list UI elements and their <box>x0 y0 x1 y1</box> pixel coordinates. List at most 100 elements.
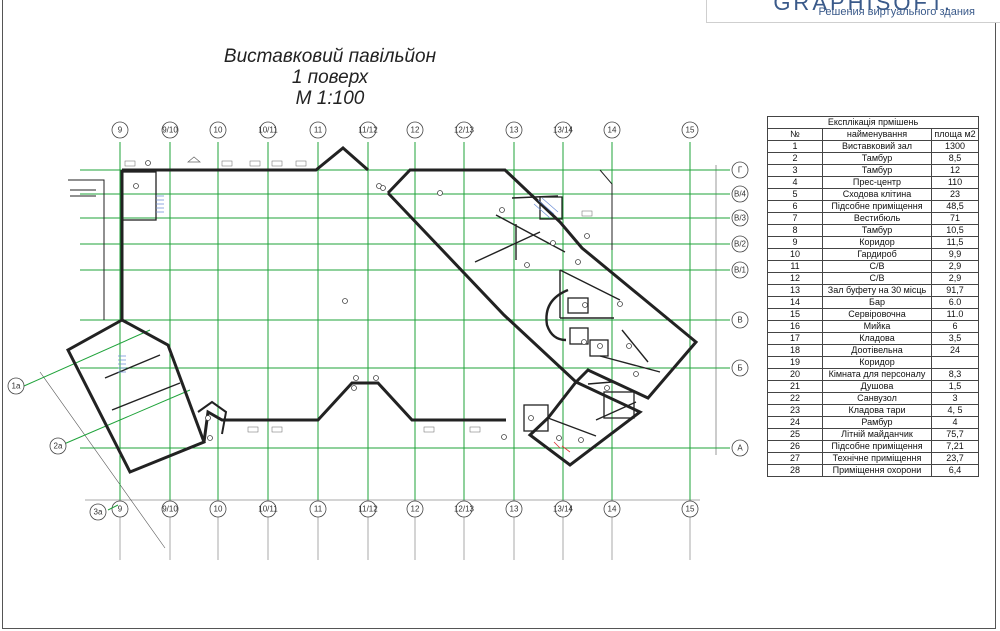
axis-bubble-row-b1 <box>731 261 749 279</box>
schedule-cell-area: 23,7 <box>931 452 979 465</box>
axis-label-col-13-bottom: 13 <box>510 505 519 514</box>
axis-label-col-10-11-top: 10/11 <box>258 126 278 135</box>
schedule-cell-area: 91,7 <box>931 284 979 297</box>
south-tambour <box>197 400 228 435</box>
schedule-header-row: № найменування площа м2 <box>767 128 979 141</box>
brand-header: GRAPHISOFT. Решения виртуального здания <box>706 0 1000 23</box>
schedule-cell-no: 6 <box>767 200 823 213</box>
schedule-caption: Експлікація прмішень <box>767 116 979 129</box>
axis-bubble-row-g <box>731 161 749 179</box>
marker <box>205 415 211 421</box>
schedule-cell-no: 26 <box>767 440 823 453</box>
schedule-cell-area: 6.0 <box>931 296 979 309</box>
schedule-cell-area: 4 <box>931 416 979 429</box>
marker <box>550 240 556 246</box>
marker <box>351 385 357 391</box>
structural-grid: 999/109/10101010/1110/11111111/1211/1212… <box>7 121 749 521</box>
schedule-cell-no: 25 <box>767 428 823 441</box>
storage-rooms <box>567 297 589 314</box>
axis-label-row-v: В <box>737 316 742 325</box>
exhibition-hall-north-wall <box>122 146 369 172</box>
schedule-cell-no: 21 <box>767 380 823 393</box>
axis-label-axis-3a: 3а <box>94 508 103 517</box>
stair-block-left <box>121 171 157 221</box>
schedule-cell-name: Коридор <box>822 236 932 249</box>
schedule-header-area: площа м2 <box>931 128 979 141</box>
axis-label-row-b1: В/1 <box>734 266 747 275</box>
schedule-cell-no: 20 <box>767 368 823 381</box>
schedule-cell-name: Технічне приміщення <box>822 452 932 465</box>
wall-tag <box>247 426 259 433</box>
axis-bubble-col-10-top <box>209 121 227 139</box>
schedule-cell-name: Сервіровочна <box>822 308 932 321</box>
wall-tag <box>271 426 283 433</box>
axis-label-col-15-bottom: 15 <box>686 505 695 514</box>
stair-well-box <box>539 196 563 220</box>
marker <box>380 185 386 191</box>
schedule-cell-no: 24 <box>767 416 823 429</box>
grid-line-axis-3a <box>107 504 119 511</box>
axis-bubble-col-11-12-top <box>359 121 377 139</box>
marker <box>581 339 587 345</box>
schedule-cell-area: 1300 <box>931 140 979 153</box>
schedule-cell-no: 8 <box>767 224 823 237</box>
schedule-cell-no: 19 <box>767 356 823 369</box>
schedule-cell-area: 48,5 <box>931 200 979 213</box>
marker <box>633 371 639 377</box>
schedule-cell-name: С/В <box>822 260 932 273</box>
axis-label-col-9-10-top: 9/10 <box>162 126 178 135</box>
schedule-cell-name: Доотівельна <box>822 344 932 357</box>
axis-bubble-col-9-bottom <box>111 500 129 518</box>
axis-bubble-col-15-top <box>681 121 699 139</box>
schedule-header-number: № <box>767 128 823 141</box>
schedule-cell-name: Бар <box>822 296 932 309</box>
axis-label-col-11-top: 11 <box>314 126 323 135</box>
schedule-cell-no: 1 <box>767 140 823 153</box>
marker <box>133 183 139 189</box>
drawing-title: Виставковий павільйон 1 поверх М 1:100 <box>200 46 460 109</box>
title-line-1: Виставковий павільйон <box>223 46 437 67</box>
marker <box>524 262 530 268</box>
accent-mark <box>553 441 571 453</box>
schedule-cell-name: Тамбур <box>822 152 932 165</box>
schedule-cell-area: 110 <box>931 176 979 189</box>
schedule-cell-name: Літній майданчик <box>822 428 932 441</box>
dimension-line-diagonal <box>39 371 166 549</box>
axis-bubble-col-13-bottom <box>505 500 523 518</box>
exhibition-hall-south-wall <box>202 381 506 443</box>
axis-bubble-col-12-bottom <box>406 500 424 518</box>
axis-bubble-row-b <box>731 359 749 377</box>
wall-tag <box>423 426 435 433</box>
wc-room-b <box>589 339 609 357</box>
wall-tags <box>124 160 593 433</box>
axis-label-axis-2a: 2а <box>54 442 63 451</box>
schedule-cell-area: 1,5 <box>931 380 979 393</box>
axis-bubble-col-11-12-bottom <box>359 500 377 518</box>
brand-logo: GRAPHISOFT. <box>773 0 953 15</box>
axis-bubble-axis-3a <box>89 503 107 521</box>
brand-tagline: Решения виртуального здания <box>818 6 975 18</box>
schedule-cell-name: Рамбур <box>822 416 932 429</box>
schedule-body: Експлікація прмішень № найменування площ… <box>767 116 979 477</box>
axis-label-col-14-bottom: 14 <box>608 505 617 514</box>
axis-bubble-col-9-10-top <box>161 121 179 139</box>
schedule-cell-area: 71 <box>931 212 979 225</box>
stair-hatch-b <box>118 355 126 373</box>
axis-bubble-col-13-14-bottom <box>554 500 572 518</box>
